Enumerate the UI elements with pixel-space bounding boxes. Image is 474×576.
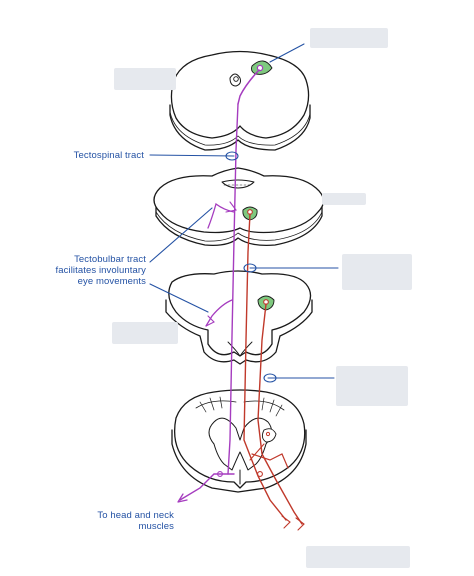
red-tract-1	[243, 213, 287, 521]
pons-lower-section	[165, 270, 313, 365]
grey-matter	[208, 417, 272, 471]
blank-label-box	[310, 28, 388, 48]
leader-tectobulbar-lower	[149, 283, 209, 313]
tectobulbar-fiber-upper	[207, 202, 235, 229]
pons-upper-section	[153, 167, 325, 246]
tectospinal-label: Tectospinal tract	[40, 150, 144, 161]
tectobulbar-label: Tectobulbar tract facilitates involuntar…	[20, 254, 146, 287]
pons-lower-top-face	[168, 270, 312, 357]
leader-top-right	[269, 43, 305, 63]
midbrain-section	[169, 50, 311, 151]
tectobulbar-line-2: facilitates involuntary	[55, 265, 146, 276]
blank-label-box	[112, 322, 178, 344]
tectospinal-fiber	[227, 103, 239, 475]
head-neck-line-2: muscles	[138, 521, 174, 532]
tectobulbar-fiber-lower	[205, 299, 233, 327]
spinal-cord-section	[171, 389, 307, 493]
blank-label-box	[342, 254, 412, 290]
tectobulbar-line-1: Tectobulbar tract	[74, 254, 146, 265]
blank-label-box	[336, 366, 408, 406]
head-neck-label: To head and neck muscles	[70, 510, 174, 532]
pons-upper-top-face	[153, 167, 325, 234]
tectospinal-text: Tectospinal tract	[73, 150, 144, 161]
leader-tectospinal	[149, 154, 235, 157]
tract-fibers	[177, 103, 305, 531]
blank-label-box	[114, 68, 176, 90]
leader-lines	[149, 43, 339, 383]
red-tract-2	[257, 303, 303, 525]
blank-label-box	[306, 546, 410, 568]
leader-tectobulbar-upper	[149, 207, 213, 263]
blank-label-box	[322, 193, 366, 205]
tectal-fiber-start	[237, 69, 260, 105]
tectobulbar-line-3: eye movements	[77, 276, 146, 287]
head-neck-line-1: To head and neck	[97, 510, 174, 521]
